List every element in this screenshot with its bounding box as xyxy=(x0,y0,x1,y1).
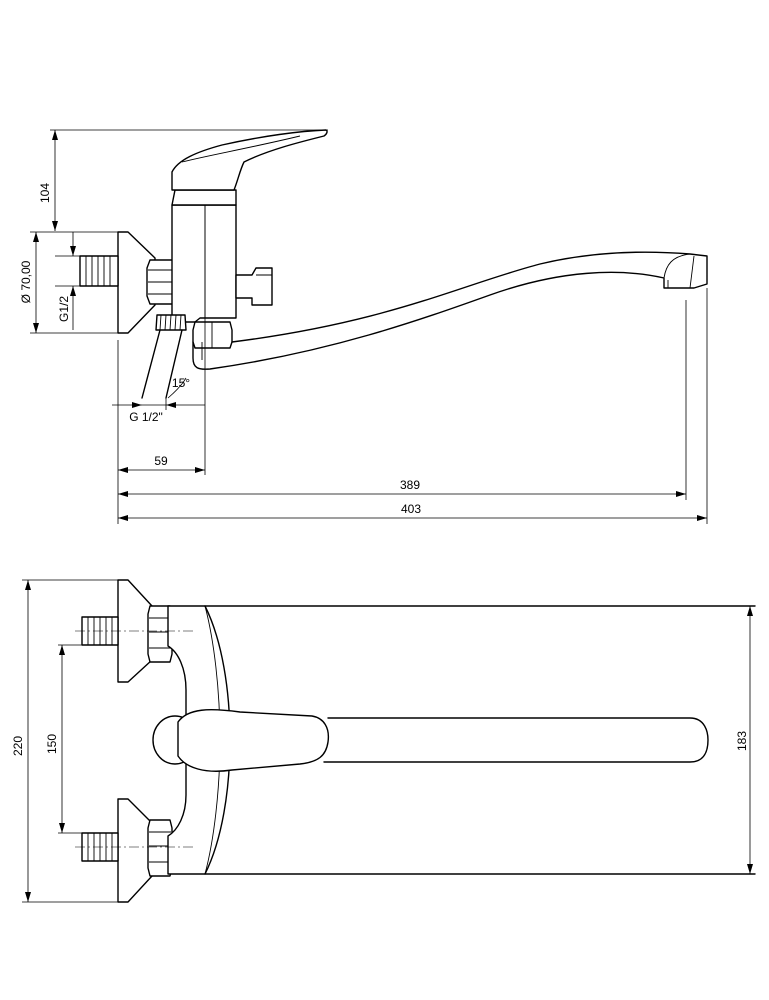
spout-swivel-nut xyxy=(192,321,233,349)
label-150: 150 xyxy=(45,734,59,754)
label-220: 220 xyxy=(11,736,25,756)
label-104: 104 xyxy=(38,183,52,203)
wall-flange-top-lower xyxy=(117,798,153,903)
top-view: 220 150 183 xyxy=(11,579,756,903)
spout-side xyxy=(192,251,708,370)
lever-handle-side xyxy=(171,129,328,191)
label-389: 389 xyxy=(400,478,420,492)
label-g12-side: G1/2 xyxy=(57,296,71,322)
label-diameter: Ø 70,00 xyxy=(19,260,33,303)
side-view: 104 Ø 70,00 G1/2 15° G 1/2" 59 389 403 xyxy=(19,129,708,524)
spout-top xyxy=(323,717,709,763)
mixer-body-side xyxy=(171,204,237,323)
lever-handle-top xyxy=(177,709,330,772)
label-183: 183 xyxy=(735,731,749,751)
side-dimensions xyxy=(30,129,708,524)
top-dimensions xyxy=(22,579,753,903)
label-403: 403 xyxy=(401,502,421,516)
label-g12-inlet: G 1/2" xyxy=(129,410,163,424)
inlet-thread-side xyxy=(79,255,119,287)
label-59: 59 xyxy=(154,454,168,468)
label-angle: 15° xyxy=(172,376,190,390)
diverter-button xyxy=(235,267,273,306)
angled-inlet-fitting xyxy=(141,314,187,399)
